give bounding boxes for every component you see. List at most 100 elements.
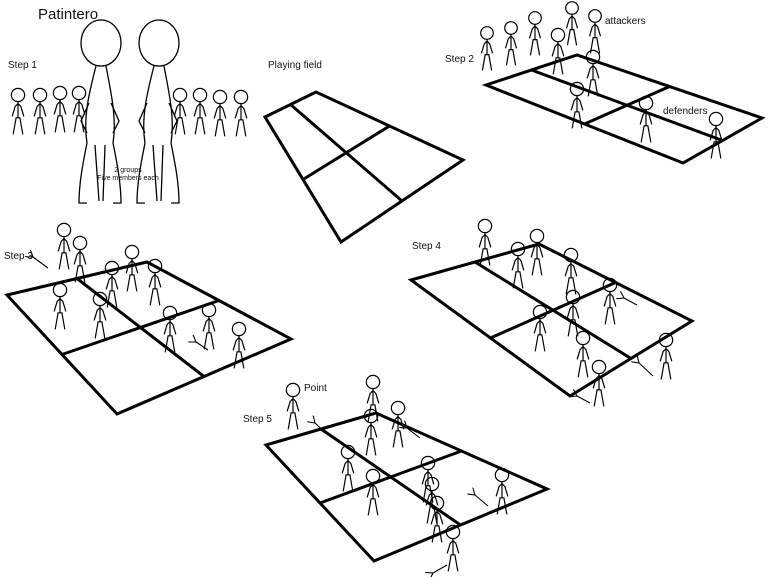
step-2-defender-1 xyxy=(550,27,566,75)
field-step-3-cross-line xyxy=(61,299,220,356)
groups-caption: 2 groups Five members each xyxy=(93,167,163,183)
step-3-person-3 xyxy=(124,244,140,292)
step-3-person-1 xyxy=(56,222,72,270)
step-5-person-5-arms xyxy=(341,459,355,474)
step-2-defender-1-legs xyxy=(552,57,564,75)
step-3-person-7 xyxy=(92,291,108,339)
step-1-person-8-head xyxy=(233,89,249,105)
step-1-group-leader-left-head xyxy=(80,19,122,67)
step-4-person-8-arms xyxy=(576,345,590,360)
step-3-person-2-legs xyxy=(74,265,86,283)
step-5-person-1-arms xyxy=(286,397,300,412)
step-1-person-5-legs xyxy=(174,117,186,135)
step-3-person-2 xyxy=(72,235,88,283)
step-2-attacker-4-legs xyxy=(566,29,578,46)
step-3-person-1-head xyxy=(56,222,72,238)
step-5-person-4-legs xyxy=(392,430,404,448)
step-5-person-10-arms xyxy=(446,539,460,554)
step-1-person-8-arms xyxy=(234,104,248,119)
diagram-title: Patintero xyxy=(38,6,99,23)
step-1-person-3-legs xyxy=(54,115,66,133)
step-2-defender-5-arms xyxy=(709,126,723,141)
step-5-person-2-head xyxy=(365,374,381,390)
step-3-person-8-legs xyxy=(164,335,176,353)
step-3-person-6-head xyxy=(52,282,68,298)
step-1-group-leader-right xyxy=(136,19,180,204)
step-2-attacker-1-head xyxy=(480,26,494,40)
step-1-group-leader-right-torso xyxy=(143,65,173,144)
step-1-person-2 xyxy=(32,87,48,135)
step-1-group-leader-left-torso xyxy=(85,65,115,144)
step-5-person-11-legs xyxy=(496,497,508,515)
step-4-person-6-legs xyxy=(604,307,616,325)
step-3-person-10 xyxy=(231,321,247,369)
field-step-3 xyxy=(4,260,295,416)
step-1-person-2-head xyxy=(32,87,48,103)
arrows xyxy=(33,257,654,573)
step-1-group-leader-left-legs xyxy=(78,142,122,204)
step-5-person-11-arms xyxy=(495,482,509,497)
step-5-arrow-3 xyxy=(475,495,489,507)
step-5-person-10-legs xyxy=(447,554,459,572)
defenders-label: defenders xyxy=(663,106,708,117)
step-2-attacker-5-head xyxy=(588,9,602,23)
step-2-defender-5 xyxy=(708,111,724,159)
step-4-person-2 xyxy=(510,241,526,289)
field-playing xyxy=(262,90,467,245)
step-3-person-4 xyxy=(147,258,163,306)
step-2-defender-4-arms xyxy=(639,110,653,125)
field-step-5 xyxy=(263,411,551,563)
field-step-4-cross-line xyxy=(489,281,617,340)
step-3-person-10-legs xyxy=(233,351,245,369)
step-2-attacker-4-head xyxy=(565,1,579,15)
step-3-arrow-1 xyxy=(33,257,49,269)
step-1-person-3-arms xyxy=(53,100,67,115)
step-1-person-5-head xyxy=(172,87,188,103)
step-4-person-2-arms xyxy=(511,256,525,271)
step-2-attacker-3-arms xyxy=(529,25,541,39)
field-step-2-border xyxy=(481,53,766,165)
field-step-5-border xyxy=(263,411,551,563)
step-1-person-2-legs xyxy=(34,117,46,135)
step-4-person-5-arms xyxy=(566,304,580,319)
step-2-defender-2-arms xyxy=(586,64,600,79)
step-4-person-1 xyxy=(477,218,493,266)
step-3-person-5 xyxy=(104,260,120,308)
step-3-person-3-arms xyxy=(125,259,139,274)
step-3-person-1-legs xyxy=(58,252,70,270)
step-3-person-9-arms xyxy=(202,317,216,332)
step-1-person-4-head xyxy=(71,85,87,101)
step-5-person-1-legs xyxy=(287,412,299,430)
step-3-arrow-2 xyxy=(196,342,209,351)
step-4-person-3-arms xyxy=(530,243,544,258)
step-3-person-8 xyxy=(162,305,178,353)
step-2-attacker-2 xyxy=(504,21,518,66)
step-4-person-4-legs xyxy=(565,277,577,295)
step-5-arrow-1 xyxy=(315,423,329,436)
step-5-person-3-arms xyxy=(364,423,378,438)
step-1-person-1-arms xyxy=(11,102,25,117)
step-2-defender-5-legs xyxy=(710,141,722,159)
step-4-person-7 xyxy=(532,304,548,352)
step-3-person-8-arms xyxy=(163,320,177,335)
people xyxy=(10,1,724,572)
step-2-defender-3-legs xyxy=(571,111,583,129)
step-2-defender-4 xyxy=(638,95,654,143)
step-2-attacker-1-arms xyxy=(481,40,493,54)
step-4-person-2-legs xyxy=(512,271,524,289)
step-2-defender-2-legs xyxy=(587,79,599,97)
step-1-group-leader-right-head xyxy=(138,19,180,67)
step-5-person-6-arms xyxy=(366,483,380,498)
step-1-person-5-arms xyxy=(173,102,187,117)
step-1-person-7-head xyxy=(212,89,228,105)
step-1-person-5 xyxy=(172,87,188,135)
step-5-person-3 xyxy=(363,408,379,456)
step-4-person-9-arms xyxy=(592,374,606,389)
step-2-attacker-2-head xyxy=(504,21,518,35)
step-5-person-6-legs xyxy=(367,498,379,516)
step-4-person-7-arms xyxy=(533,319,547,334)
step-5-person-3-legs xyxy=(365,438,377,456)
step-2-defender-3 xyxy=(569,81,585,129)
field-step-4-border xyxy=(407,242,696,398)
